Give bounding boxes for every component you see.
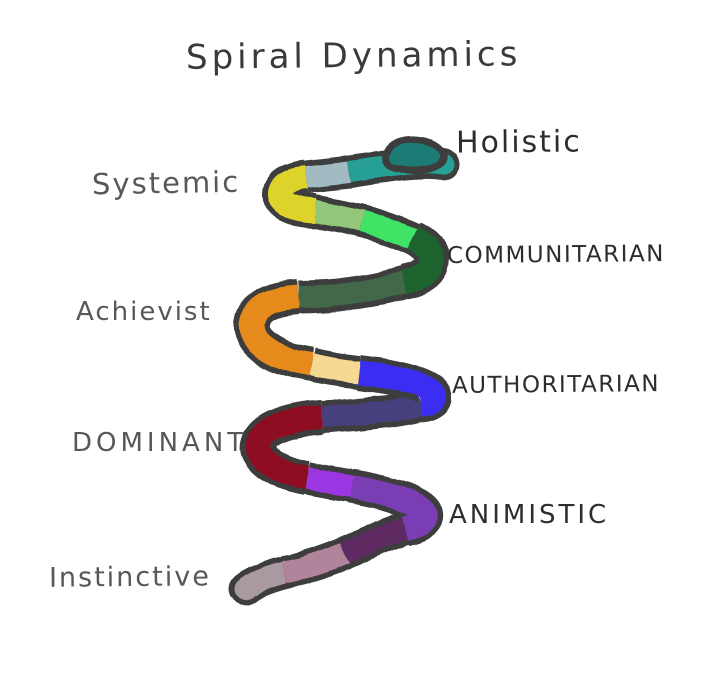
spiral-ribbon: [228, 135, 460, 607]
segment-authoritarian-blue-curve: [356, 354, 453, 423]
level-label-systemic: Systemic: [91, 164, 241, 202]
segment-pale-gold-band: [306, 348, 361, 389]
level-label-achievist: Achievist: [76, 297, 212, 327]
level-label-authoritarian: AUTHORITARIAN: [451, 371, 661, 399]
segment-mauve-band: [280, 536, 355, 589]
segment-systemic-yellow-curve: [262, 159, 318, 229]
level-label-instinctive: Instinctive: [48, 561, 212, 594]
segment-instinctive-gray-end: [228, 555, 304, 607]
segment-bright-green-band: [356, 205, 420, 255]
segment-blue-gray-band: [303, 155, 352, 194]
segment-violet-band: [303, 461, 355, 503]
level-label-animistic: ANIMISTIC: [449, 500, 610, 530]
segment-dominant-red-curve: [240, 399, 324, 496]
segment-animistic-purple-curve: [347, 468, 443, 546]
level-label-communitarian: COMMUNITARIAN: [446, 241, 665, 269]
segment-communitarian-green-curve: [400, 222, 450, 300]
segment-teal-curl-knob: [382, 135, 448, 175]
level-label-dominant: DOMINANT: [72, 428, 248, 458]
level-label-holistic: Holistic: [455, 124, 582, 161]
segment-light-green-band: [310, 194, 367, 238]
segment-achievist-orange-curve: [234, 279, 315, 382]
segment-indigo-band: [320, 388, 425, 434]
segment-sage-green-band: [297, 266, 411, 314]
segment-plum-band: [338, 511, 414, 569]
